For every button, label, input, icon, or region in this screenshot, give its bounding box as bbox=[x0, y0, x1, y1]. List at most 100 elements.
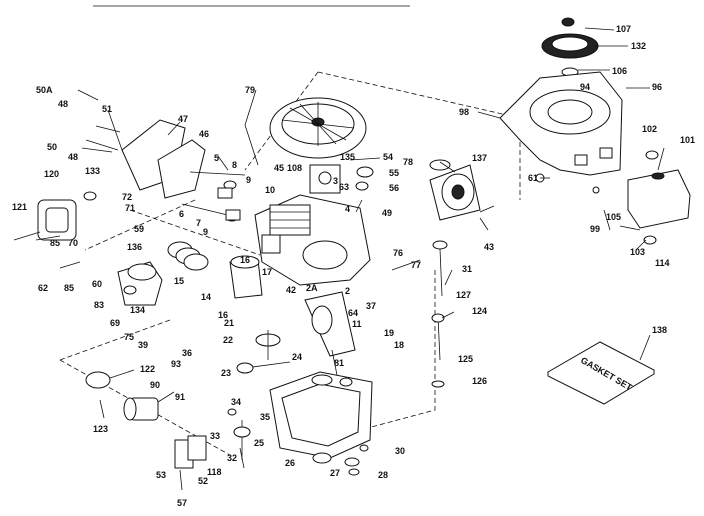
part-label-10: 10 bbox=[265, 185, 275, 195]
part-label-43: 43 bbox=[484, 242, 494, 252]
part-label-124: 124 bbox=[472, 306, 487, 316]
part-label-61: 61 bbox=[528, 173, 538, 183]
part-label-134: 134 bbox=[130, 305, 145, 315]
part-label-132: 132 bbox=[631, 41, 646, 51]
part-label-135: 135 bbox=[340, 152, 355, 162]
part-label-69: 69 bbox=[110, 318, 120, 328]
part-label-54: 54 bbox=[383, 152, 393, 162]
part-label-21: 21 bbox=[224, 318, 234, 328]
part-label-7: 7 bbox=[196, 218, 201, 228]
part-label-45: 45 bbox=[274, 163, 284, 173]
part-label-51: 51 bbox=[102, 104, 112, 114]
part-label-6: 6 bbox=[179, 209, 184, 219]
muffler bbox=[627, 150, 691, 229]
part-label-19: 19 bbox=[384, 328, 394, 338]
engine-base bbox=[269, 371, 373, 459]
part-number-labels: 1071321069694981021016199105103114137785… bbox=[12, 24, 695, 508]
part-label-101: 101 bbox=[680, 135, 695, 145]
part-label-42: 42 bbox=[286, 285, 296, 295]
part-label-16: 16 bbox=[218, 310, 228, 320]
part-label-25: 25 bbox=[254, 438, 264, 448]
part-label-120: 120 bbox=[44, 169, 59, 179]
part-label-37: 37 bbox=[366, 301, 376, 311]
part-label-59: 59 bbox=[134, 224, 144, 234]
part-label-126: 126 bbox=[472, 376, 487, 386]
rotating-screen bbox=[541, 17, 599, 77]
part-label-103: 103 bbox=[630, 247, 645, 257]
part-label-14: 14 bbox=[201, 292, 211, 302]
part-label-48: 48 bbox=[58, 99, 68, 109]
part-label-3: 3 bbox=[333, 176, 338, 186]
part-label-18: 18 bbox=[394, 340, 404, 350]
part-label-91: 91 bbox=[175, 392, 185, 402]
dash-line bbox=[59, 319, 171, 361]
part-label-118: 118 bbox=[207, 467, 222, 477]
part-label-133: 133 bbox=[85, 166, 100, 176]
part-label-96: 96 bbox=[652, 82, 662, 92]
part-label-23: 23 bbox=[221, 368, 231, 378]
part-label-56: 56 bbox=[389, 183, 399, 193]
part-label-22: 22 bbox=[223, 335, 233, 345]
part-label-90: 90 bbox=[150, 380, 160, 390]
part-label-11: 11 bbox=[352, 319, 362, 329]
part-label-83: 83 bbox=[94, 300, 104, 310]
dash-line bbox=[244, 71, 319, 171]
part-label-46: 46 bbox=[199, 129, 209, 139]
part-label-35: 35 bbox=[260, 412, 270, 422]
part-label-64: 64 bbox=[348, 308, 358, 318]
part-label-36: 36 bbox=[182, 348, 192, 358]
part-label-70: 70 bbox=[68, 238, 78, 248]
part-label-99: 99 bbox=[590, 224, 600, 234]
part-label-102: 102 bbox=[642, 124, 657, 134]
part-label-123: 123 bbox=[93, 424, 108, 434]
part-label-24: 24 bbox=[292, 352, 302, 362]
part-label-108: 108 bbox=[287, 163, 302, 173]
part-label-72: 72 bbox=[122, 192, 132, 202]
fasteners bbox=[35, 125, 641, 491]
washers bbox=[227, 173, 657, 476]
part-label-30: 30 bbox=[395, 446, 405, 456]
part-label-57: 57 bbox=[177, 498, 187, 508]
dipstick-tube bbox=[431, 240, 448, 388]
dash-line bbox=[317, 71, 521, 119]
part-label-105: 105 bbox=[606, 212, 621, 222]
part-label-49: 49 bbox=[382, 208, 392, 218]
cylinder-head bbox=[121, 119, 206, 199]
air-cleaner bbox=[13, 191, 97, 241]
part-label-2: 2 bbox=[345, 286, 350, 296]
part-label-76: 76 bbox=[393, 248, 403, 258]
part-label-60: 60 bbox=[92, 279, 102, 289]
part-label-127: 127 bbox=[456, 290, 471, 300]
part-label-9: 9 bbox=[203, 227, 208, 237]
part-label-78: 78 bbox=[403, 157, 413, 167]
part-label-50: 50 bbox=[47, 142, 57, 152]
part-label-79: 79 bbox=[245, 85, 255, 95]
part-label-17: 17 bbox=[262, 267, 272, 277]
part-label-77: 77 bbox=[411, 260, 421, 270]
part-label-2a: 2A bbox=[306, 283, 318, 293]
dash-line bbox=[129, 209, 261, 256]
dash-line bbox=[359, 270, 436, 431]
crankshaft bbox=[236, 291, 356, 381]
part-label-16: 16 bbox=[240, 255, 250, 265]
part-label-26: 26 bbox=[285, 458, 295, 468]
part-label-114: 114 bbox=[655, 258, 670, 268]
lower-parts bbox=[85, 371, 251, 469]
part-label-48: 48 bbox=[68, 152, 78, 162]
blower-housing bbox=[499, 71, 623, 176]
part-label-98: 98 bbox=[459, 107, 469, 117]
part-label-94: 94 bbox=[580, 82, 590, 92]
part-label-85: 85 bbox=[50, 238, 60, 248]
part-label-63: 63 bbox=[339, 182, 349, 192]
part-label-39: 39 bbox=[138, 340, 148, 350]
part-label-93: 93 bbox=[171, 359, 181, 369]
part-label-62: 62 bbox=[38, 283, 48, 293]
carburetor bbox=[117, 261, 163, 306]
part-label-5: 5 bbox=[214, 153, 219, 163]
cylinder-block bbox=[254, 194, 371, 286]
flywheel bbox=[269, 97, 367, 159]
gasket-set-booklet: GASKET SET bbox=[546, 341, 656, 405]
part-label-122: 122 bbox=[140, 364, 155, 374]
part-label-32: 32 bbox=[227, 453, 237, 463]
